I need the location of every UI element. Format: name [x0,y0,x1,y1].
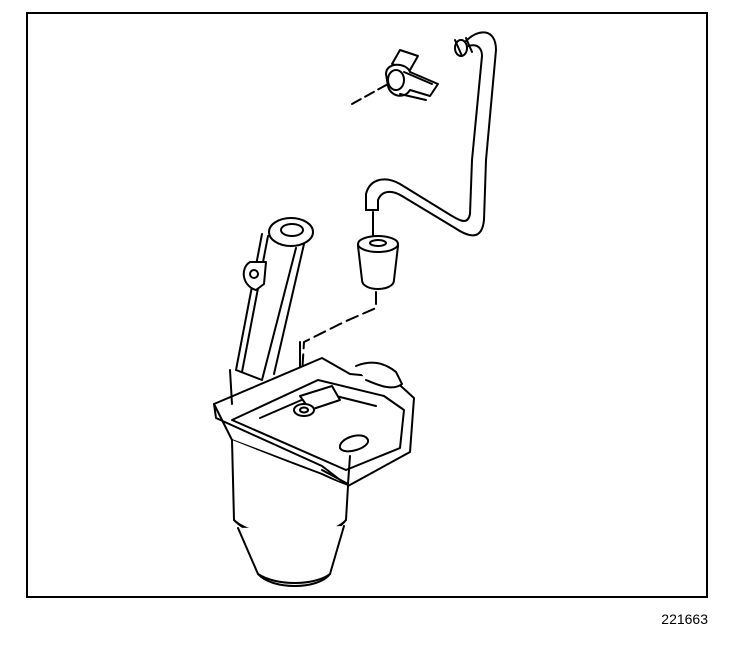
illustration-frame [26,12,708,598]
washer-hose [365,31,497,237]
reservoir-bracket [213,357,415,487]
filler-neck [235,217,314,381]
washer-reservoir [229,369,349,587]
figure-number: 221663 [661,611,708,627]
clip-mounting-line [351,83,389,105]
hose-connector-grommet [357,211,399,290]
connector-alignment-line [299,291,377,409]
hose-retaining-clip [385,49,439,101]
